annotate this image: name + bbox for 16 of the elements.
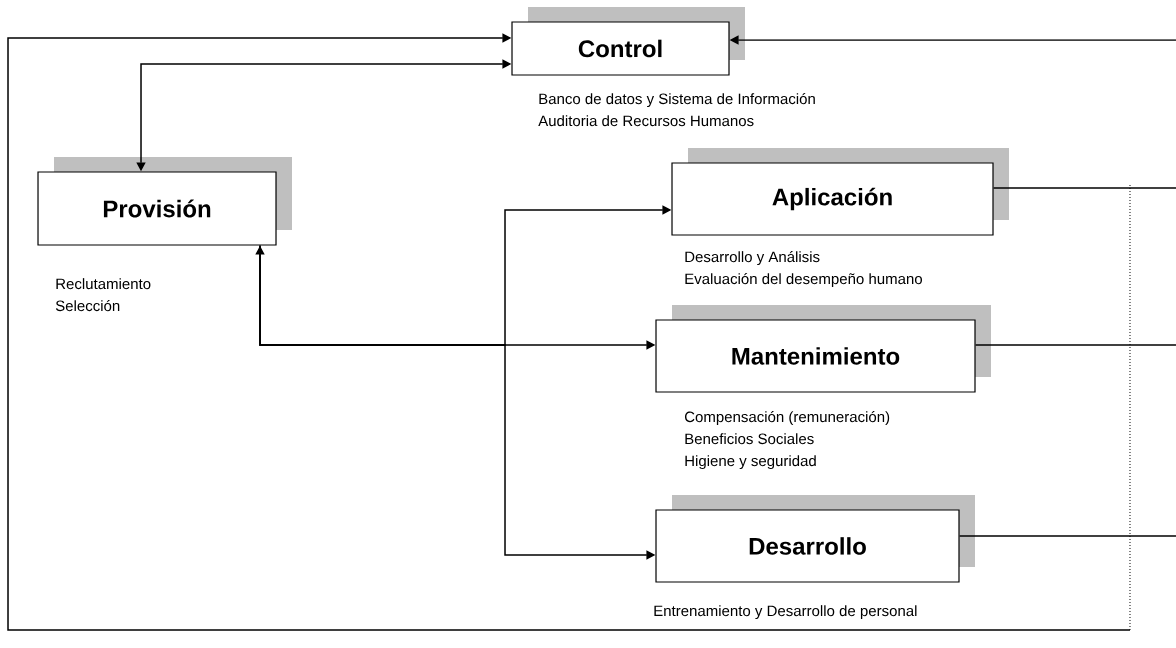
description-text: Compensación (remuneración) xyxy=(684,410,890,426)
process-box: Mantenimiento xyxy=(655,305,991,393)
description-text: Desarrollo y Análisis xyxy=(685,250,820,266)
description-text: Beneficios Sociales xyxy=(685,433,814,445)
description-text: Auditoria de Recursos Humanos xyxy=(538,115,754,127)
process-box: Control xyxy=(511,7,745,76)
description-text: Selección xyxy=(55,299,120,312)
connector-arrow xyxy=(7,33,1131,631)
process-box: Provisión xyxy=(37,157,292,246)
description-text: Banco de datos y Sistema de Información xyxy=(539,92,815,108)
process-box: Desarrollo xyxy=(655,495,975,583)
description-text: Reclutamiento xyxy=(56,278,151,290)
description-text: Entrenamiento y Desarrollo de personal xyxy=(654,605,917,620)
description-text: Evaluación del desempeño humano xyxy=(685,272,922,288)
process-box: Aplicación xyxy=(671,148,1009,236)
description-text: Higiene y seguridad xyxy=(685,455,816,470)
